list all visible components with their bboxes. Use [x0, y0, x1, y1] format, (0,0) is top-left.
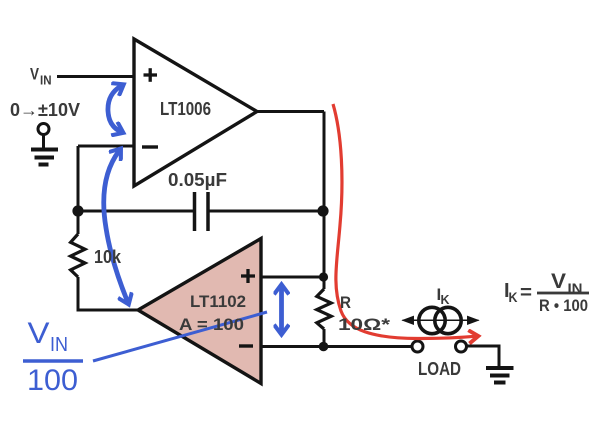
- svg-text:10k: 10k: [94, 247, 122, 267]
- svg-text:IN: IN: [50, 334, 68, 356]
- svg-text:R: R: [340, 293, 351, 312]
- svg-text:LT1006: LT1006: [160, 99, 211, 119]
- svg-text:R • 100: R • 100: [539, 296, 588, 315]
- svg-text:0.05µF: 0.05µF: [168, 170, 227, 190]
- svg-text:IN: IN: [568, 280, 583, 296]
- svg-text:A = 100: A = 100: [179, 315, 244, 334]
- svg-text:V: V: [551, 270, 566, 293]
- svg-text:10Ω*: 10Ω*: [338, 315, 391, 334]
- svg-text:LOAD: LOAD: [418, 359, 461, 379]
- svg-text:V: V: [30, 65, 40, 84]
- svg-text:100: 100: [27, 364, 78, 397]
- svg-text:K: K: [441, 292, 451, 307]
- svg-text:0→±10V: 0→±10V: [10, 100, 80, 120]
- svg-text:I: I: [504, 280, 510, 302]
- svg-text:I: I: [437, 285, 442, 304]
- svg-text:IN: IN: [40, 74, 52, 88]
- svg-text:LT1102: LT1102: [190, 292, 246, 311]
- svg-text:K: K: [509, 289, 518, 305]
- svg-text:V: V: [28, 317, 50, 350]
- svg-text:=: =: [520, 283, 532, 304]
